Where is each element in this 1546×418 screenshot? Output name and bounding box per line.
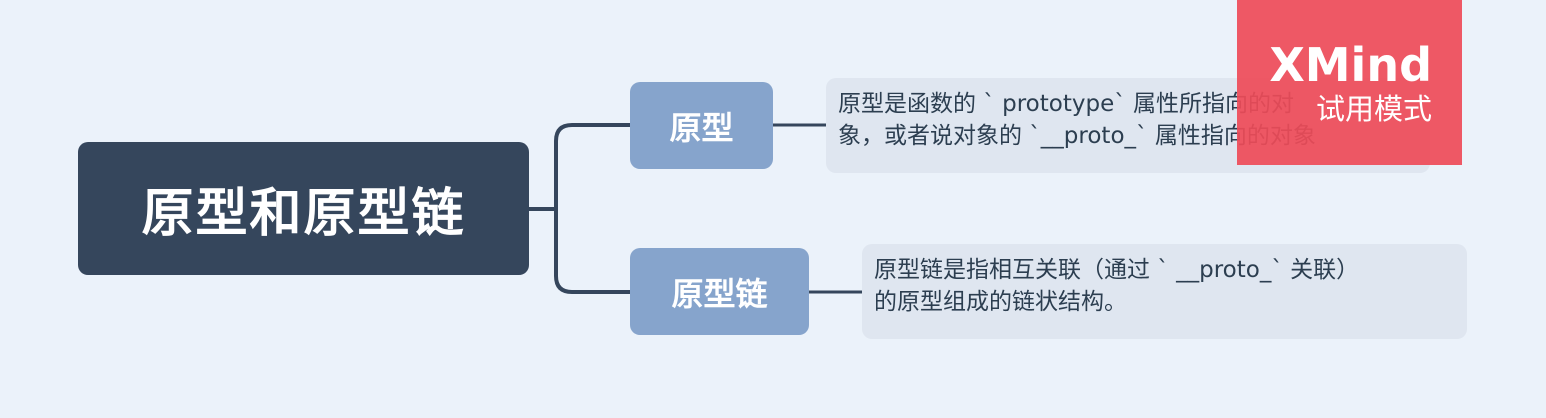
- trial-watermark: XMind 试用模式: [1237, 0, 1462, 165]
- watermark-mode: 试用模式: [1315, 91, 1432, 126]
- branch-topic-prototype[interactable]: 原型: [630, 82, 773, 169]
- note-chain-line-1: 原型链是指相互关联（通过 ` __proto_` 关联）: [874, 257, 1360, 283]
- note-prototype-line-1: 原型是函数的 ` prototype` 属性所指向的对: [838, 91, 1295, 117]
- watermark-brand: XMind: [1269, 37, 1432, 92]
- note-prototype-line-2: 象，或者说对象的 `__proto_` 属性指向的对象: [838, 123, 1316, 149]
- branch-topic-prototype-chain[interactable]: 原型链: [630, 248, 809, 335]
- branch-fork-connector: [554, 123, 630, 294]
- root-topic[interactable]: 原型和原型链: [78, 142, 529, 275]
- note-prototype-chain[interactable]: 原型链是指相互关联（通过 ` __proto_` 关联） 的原型组成的链状结构。: [862, 244, 1467, 339]
- note-chain-line-2: 的原型组成的链状结构。: [874, 289, 1127, 315]
